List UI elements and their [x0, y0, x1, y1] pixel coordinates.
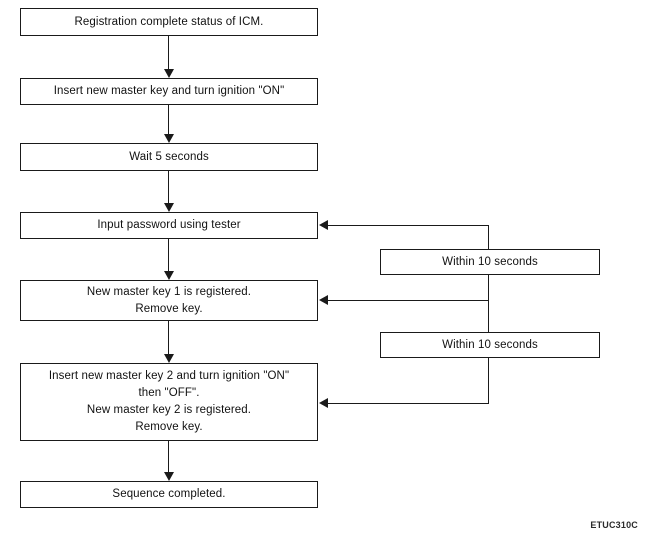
note-within-10-seconds-1-label: Within 10 seconds: [442, 255, 538, 268]
note-within-10-seconds-1: Within 10 seconds: [380, 249, 600, 275]
step-sequence-completed-line-1: Sequence completed.: [112, 488, 226, 500]
step-input-password: Input password using tester: [20, 212, 318, 239]
figure-reference-code: ETUC310C: [590, 520, 638, 530]
step-sequence-completed: Sequence completed.: [20, 481, 318, 508]
arrowhead-wait-to-password: [164, 203, 174, 212]
step-master-key-1-registered: New master key 1 is registered. Remove k…: [20, 280, 318, 321]
arrowhead-key2-to-sequence: [164, 472, 174, 481]
step-registration-complete: Registration complete status of ICM.: [20, 8, 318, 36]
step-master-key-2-registered-line-3: New master key 2 is registered.: [86, 404, 252, 416]
connector-timing-to-key2: [328, 403, 489, 404]
step-master-key-2-registered-line-4: Remove key.: [135, 421, 203, 433]
step-wait-5-seconds-line-1: Wait 5 seconds: [129, 150, 209, 163]
step-master-key-2-registered: Insert new master key 2 and turn ignitio…: [20, 363, 318, 441]
arrowhead-registration-to-insert: [164, 69, 174, 78]
step-input-password-line-1: Input password using tester: [97, 219, 241, 231]
step-master-key-2-registered-line-1: Insert new master key 2 and turn ignitio…: [48, 370, 290, 382]
connector-insert-to-wait: [168, 104, 169, 135]
connector-key2-to-sequence: [168, 440, 169, 473]
connector-registration-to-insert: [168, 35, 169, 69]
arrowhead-password-to-key1: [164, 271, 174, 280]
connector-key1-to-key2: [168, 320, 169, 355]
step-registration-complete-line-1: Registration complete status of ICM.: [74, 15, 264, 28]
connector-password-to-key1: [168, 238, 169, 272]
step-wait-5-seconds: Wait 5 seconds: [20, 143, 318, 171]
connector-timing-to-password: [328, 225, 489, 226]
step-master-key-1-registered-line-1: New master key 1 is registered.: [86, 285, 252, 298]
arrowhead-timing-to-key1: [319, 295, 328, 305]
step-insert-master-key: Insert new master key and turn ignition …: [20, 78, 318, 105]
connector-timing-spine: [488, 225, 489, 403]
arrowhead-timing-to-password: [319, 220, 328, 230]
connector-wait-to-password: [168, 170, 169, 204]
arrowhead-timing-to-key2: [319, 398, 328, 408]
note-within-10-seconds-2-label: Within 10 seconds: [442, 338, 538, 351]
note-within-10-seconds-2: Within 10 seconds: [380, 332, 600, 358]
step-master-key-2-registered-line-2: then "OFF".: [138, 387, 200, 399]
arrowhead-key1-to-key2: [164, 354, 174, 363]
step-insert-master-key-line-1: Insert new master key and turn ignition …: [53, 85, 285, 97]
arrowhead-insert-to-wait: [164, 134, 174, 143]
connector-timing-to-key1: [328, 300, 489, 301]
step-master-key-1-registered-line-2: Remove key.: [135, 302, 203, 315]
